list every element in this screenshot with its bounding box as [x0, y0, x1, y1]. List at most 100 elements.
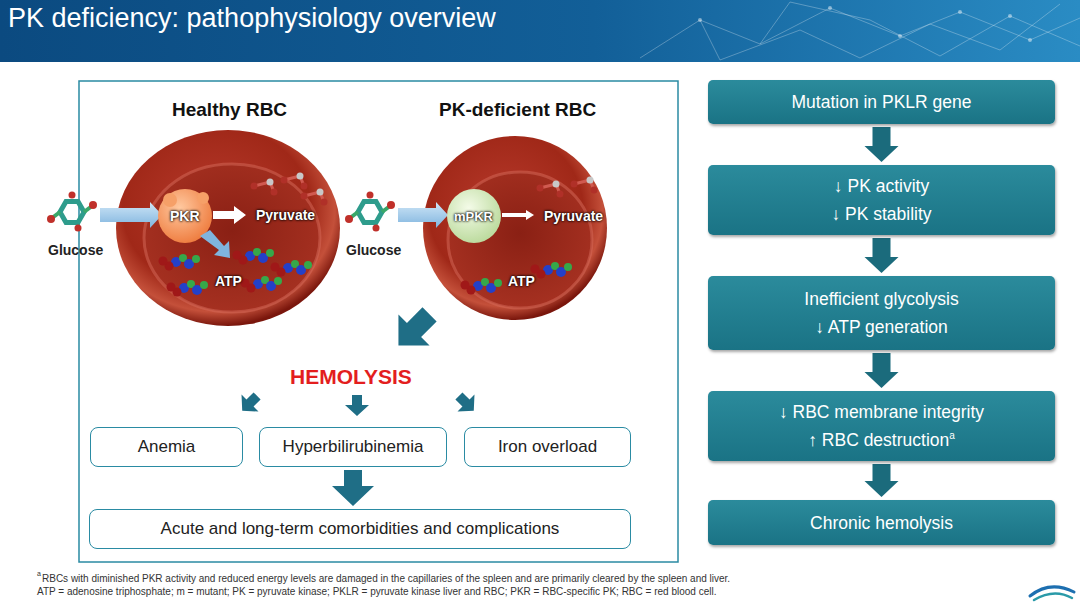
atp-arrow [200, 230, 230, 258]
molecule-label: Glucose [48, 242, 103, 259]
network-dot [1008, 14, 1012, 18]
pyruvate-arrow [213, 206, 246, 224]
process-box: Mutation in PKLR gene [708, 80, 1055, 124]
rbc-center [144, 164, 320, 312]
flow-arrow [865, 353, 899, 388]
rbc-cell [116, 130, 340, 326]
header-band [0, 0, 1080, 62]
text-line: Hyperbilirubinemia [283, 433, 424, 460]
atp-molecule [159, 254, 201, 271]
text-line: Inefficient glycolysis [804, 285, 958, 313]
molecule-label: Pyruvate [256, 207, 315, 224]
enzyme-label: PKR [170, 208, 200, 225]
rbc-center [448, 172, 592, 308]
box-text: Chronic hemolysis [810, 513, 953, 533]
molecule-label: ATP [508, 273, 535, 290]
network-dot [828, 6, 832, 10]
panel-heading: PK-deficient RBC [439, 99, 596, 122]
flow-arrow [332, 470, 374, 506]
outcome-box: Iron overload [464, 427, 631, 467]
text-line: Mutation in PKLR gene [792, 88, 972, 116]
network-dot [898, 34, 902, 38]
flow-arrow [865, 464, 899, 497]
network-line [760, 2, 1080, 56]
enzyme-label: mPKR [454, 209, 493, 225]
pyruvate-molecule [301, 189, 328, 206]
block-arrow [234, 387, 266, 419]
glucose-molecule [47, 192, 97, 232]
text-line: ↑ RBC destructiona [808, 426, 955, 454]
logo-arc [1034, 593, 1072, 600]
molecule-label: ATP [215, 273, 242, 290]
text-line: Chronic hemolysis [810, 509, 953, 537]
hemolysis-label: HEMOLYSIS [290, 364, 412, 389]
box-text: ↓ ATP generation [815, 317, 948, 337]
panel-heading: Healthy RBC [172, 99, 287, 122]
text-line: ↓ RBC membrane integrity [779, 398, 984, 426]
split-arrow [234, 387, 266, 419]
process-box: Inefficient glycolysis ↓ ATP generation [708, 276, 1055, 350]
text-line: ↓ ATP generation [815, 313, 948, 341]
box-text: Iron overload [498, 437, 597, 456]
logo [1030, 587, 1074, 600]
footnote-text: ATP = adenosine triphosphate; m = mutant… [37, 586, 716, 598]
box-text: ↓ PK activity [834, 176, 929, 196]
network-dot [698, 18, 702, 22]
block-arrow [450, 387, 482, 419]
split-arrow [345, 395, 369, 416]
slide-title: PK deficiency: pathophysiology overview [8, 3, 496, 34]
block-arrow [383, 299, 445, 361]
pk-deficient-rbc [398, 136, 607, 320]
outcome-box: Acute and long-term comorbidities and co… [89, 509, 631, 549]
box-text: Mutation in PKLR gene [792, 92, 972, 112]
atp-molecule [271, 260, 313, 277]
header-fill [0, 0, 1080, 62]
flow-arrow [865, 238, 899, 273]
molecule-label: Pyruvate [544, 208, 603, 225]
box-text: Hyperbilirubinemia [283, 437, 424, 456]
mpkr-enzyme [447, 189, 501, 243]
footnote-marker: a [949, 430, 955, 441]
atp-molecule [461, 278, 503, 295]
text-line: ↓ PK activity [834, 172, 929, 200]
atp-molecule [241, 276, 283, 293]
text-line: Iron overload [498, 433, 597, 460]
pyruvate-molecule [281, 173, 308, 190]
box-text: ↓ PK stability [831, 204, 931, 224]
text-line: Acute and long-term comorbidities and co… [161, 515, 560, 542]
split-arrow [450, 387, 482, 419]
box-text: ↓ RBC membrane integrity [779, 402, 984, 422]
pyruvate-molecule [571, 177, 598, 194]
atp-molecule [233, 248, 275, 265]
glucose-arrow [398, 202, 448, 228]
box-text: ↑ RBC destruction [808, 430, 949, 450]
enzyme-lobe [163, 193, 177, 207]
atp-molecule [167, 280, 209, 297]
text-line: Anemia [138, 433, 196, 460]
footnote-text: RBCs with diminished PKR activity and re… [42, 573, 730, 585]
network-pattern [640, 2, 1080, 60]
enzyme-lobe [197, 192, 209, 204]
network-dots [698, 6, 1032, 42]
footnote-marker: a [37, 570, 41, 578]
left-panel [79, 81, 678, 562]
process-box: Chronic hemolysis [708, 500, 1055, 545]
process-box: ↓ PK activity ↓ PK stability [708, 165, 1055, 235]
healthy-rbc [100, 130, 340, 326]
outcome-box: Anemia [90, 427, 243, 467]
box-text: Anemia [138, 437, 196, 456]
network-dot [958, 10, 962, 14]
block-arrow [345, 395, 369, 416]
pyruvate-molecule [251, 179, 278, 196]
glucose-arrow [100, 202, 162, 228]
molecule-label: Glucose [346, 242, 401, 259]
process-box: ↓ RBC membrane integrity ↑ RBC destructio… [708, 391, 1055, 461]
atp-molecule [531, 262, 573, 279]
hemolysis-arrow [383, 299, 445, 361]
glucose-molecule [345, 192, 395, 232]
text-line: ↓ PK stability [831, 200, 931, 228]
pyruvate-arrow [502, 210, 534, 220]
network-line [700, 4, 1060, 60]
box-text: Inefficient glycolysis [804, 289, 958, 309]
